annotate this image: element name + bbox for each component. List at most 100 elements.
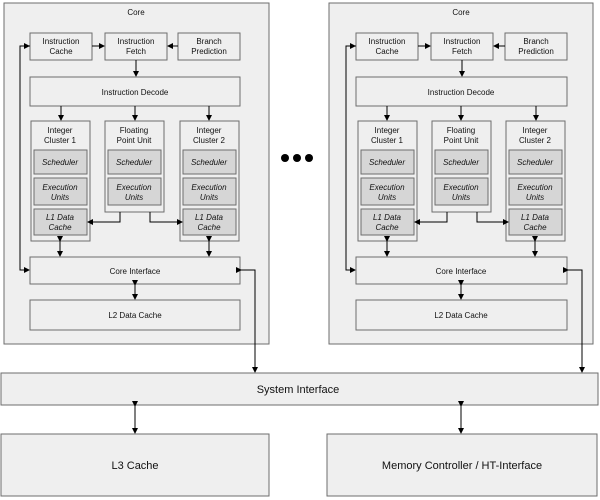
- svg-text:Instruction: Instruction: [43, 37, 80, 46]
- svg-text:Cache: Cache: [523, 223, 547, 232]
- svg-text:Cache: Cache: [197, 223, 221, 232]
- core-2-integer-cluster-2: Integer Cluster 2 Scheduler Execution Un…: [505, 120, 566, 242]
- svg-text:Prediction: Prediction: [518, 47, 554, 56]
- core-1-instruction-fetch: Instruction Fetch: [104, 32, 168, 61]
- l1-data-cache: [508, 208, 563, 236]
- svg-text:Instruction: Instruction: [444, 37, 481, 46]
- core-2-core-interface: Core Interface: [355, 256, 568, 285]
- svg-text:Prediction: Prediction: [191, 47, 227, 56]
- svg-text:L2 Data Cache: L2 Data Cache: [108, 311, 162, 320]
- arrow-fpu-to-l1-left: [414, 212, 448, 225]
- core-1-instruction-decode: Instruction Decode: [29, 76, 241, 107]
- core-1-floating-point-unit: Floating Point Unit Scheduler Execution …: [104, 120, 165, 213]
- svg-text:Core Interface: Core Interface: [110, 267, 161, 276]
- more-cores-ellipsis: [281, 154, 313, 162]
- execution-units: [360, 177, 415, 206]
- core-1-l2-data-cache: L2 Data Cache: [29, 299, 241, 331]
- execution-units: [182, 177, 237, 206]
- core-2-floating-point-unit: Floating Point Unit Scheduler Execution …: [431, 120, 492, 213]
- core-1-core-interface: Core Interface: [29, 256, 241, 285]
- svg-text:Units: Units: [125, 193, 143, 202]
- core-2-title: Core: [452, 8, 470, 17]
- svg-text:Instruction Decode: Instruction Decode: [428, 88, 495, 97]
- svg-text:Branch: Branch: [523, 37, 548, 46]
- svg-text:Units: Units: [51, 193, 69, 202]
- scheduler: [508, 149, 563, 175]
- svg-text:Floating: Floating: [447, 126, 475, 135]
- scheduler: [33, 149, 88, 175]
- svg-text:Execution: Execution: [116, 183, 152, 192]
- svg-text:Memory Controller / HT-Interfa: Memory Controller / HT-Interface: [382, 460, 542, 472]
- svg-text:Execution: Execution: [191, 183, 227, 192]
- svg-text:L1 Data: L1 Data: [46, 213, 75, 222]
- execution-units: [107, 177, 162, 206]
- l1-data-cache: [182, 208, 237, 236]
- arrow-core1-to-system-interface: [236, 267, 258, 373]
- svg-text:Scheduler: Scheduler: [116, 158, 152, 167]
- svg-text:Execution: Execution: [369, 183, 405, 192]
- svg-text:Cache: Cache: [48, 223, 72, 232]
- svg-text:Cache: Cache: [375, 47, 399, 56]
- svg-text:Fetch: Fetch: [126, 47, 146, 56]
- svg-text:Integer: Integer: [375, 126, 400, 135]
- execution-units: [33, 177, 88, 206]
- svg-text:Integer: Integer: [523, 126, 548, 135]
- svg-text:Execution: Execution: [443, 183, 479, 192]
- core-2-branch-prediction: Branch Prediction: [504, 32, 568, 61]
- svg-text:Instruction Decode: Instruction Decode: [102, 88, 169, 97]
- svg-text:Units: Units: [452, 193, 470, 202]
- scheduler: [360, 149, 415, 175]
- core-1-title: Core: [127, 8, 145, 17]
- svg-text:Scheduler: Scheduler: [369, 158, 405, 167]
- svg-text:Cluster 2: Cluster 2: [519, 136, 552, 145]
- svg-text:Scheduler: Scheduler: [517, 158, 553, 167]
- svg-text:Cache: Cache: [375, 223, 399, 232]
- svg-text:Point Unit: Point Unit: [444, 136, 479, 145]
- svg-text:L1 Data: L1 Data: [521, 213, 550, 222]
- svg-text:L2 Data Cache: L2 Data Cache: [434, 311, 488, 320]
- core-1-integer-cluster-2: Integer Cluster 2 Scheduler Execution Un…: [179, 120, 240, 242]
- core-1-integer-cluster-1: Integer Cluster 1 Scheduler Execution Un…: [30, 120, 91, 242]
- svg-text:Point Unit: Point Unit: [117, 136, 152, 145]
- scheduler: [182, 149, 237, 175]
- svg-text:Branch: Branch: [196, 37, 221, 46]
- core-2-integer-cluster-1: Integer Cluster 1 Scheduler Execution Un…: [357, 120, 418, 242]
- core-2-instruction-cache: Instruction Cache: [355, 32, 419, 61]
- execution-units: [508, 177, 563, 206]
- scheduler: [107, 149, 162, 175]
- svg-text:Units: Units: [378, 193, 396, 202]
- core-2: Core Instruction Cache Instruction Fetch…: [328, 2, 594, 373]
- svg-text:L1 Data: L1 Data: [195, 213, 224, 222]
- arrow-fpu-to-l1-right: [149, 212, 183, 225]
- svg-text:Floating: Floating: [120, 126, 148, 135]
- l3-cache: L3 Cache: [0, 433, 270, 497]
- scheduler: [434, 149, 489, 175]
- svg-text:Execution: Execution: [517, 183, 553, 192]
- system-interface: System Interface: [0, 372, 599, 406]
- core-2-instruction-fetch: Instruction Fetch: [430, 32, 494, 61]
- arrow-fpu-to-l1-right: [476, 212, 509, 225]
- svg-text:System Interface: System Interface: [257, 384, 340, 396]
- core-1-branch-prediction: Branch Prediction: [177, 32, 241, 61]
- core-1: Core Instruction Cache Instruction Fetch…: [3, 2, 270, 373]
- svg-text:Cache: Cache: [49, 47, 73, 56]
- arrow-core2-to-system-interface: [563, 267, 585, 373]
- core-2-l2-data-cache: L2 Data Cache: [355, 299, 568, 331]
- svg-text:Cluster 1: Cluster 1: [44, 136, 77, 145]
- svg-text:Scheduler: Scheduler: [191, 158, 227, 167]
- svg-text:L3 Cache: L3 Cache: [111, 460, 158, 472]
- core-1-instruction-cache: Instruction Cache: [29, 32, 93, 61]
- svg-text:Core Interface: Core Interface: [436, 267, 487, 276]
- l1-data-cache: [33, 208, 88, 236]
- svg-text:Fetch: Fetch: [452, 47, 472, 56]
- execution-units: [434, 177, 489, 206]
- svg-text:Integer: Integer: [197, 126, 222, 135]
- svg-text:L1 Data: L1 Data: [373, 213, 402, 222]
- l1-data-cache: [360, 208, 415, 236]
- svg-text:Execution: Execution: [42, 183, 78, 192]
- memory-controller-ht-interface: Memory Controller / HT-Interface: [326, 433, 598, 497]
- svg-text:Cluster 1: Cluster 1: [371, 136, 404, 145]
- svg-text:Instruction: Instruction: [369, 37, 406, 46]
